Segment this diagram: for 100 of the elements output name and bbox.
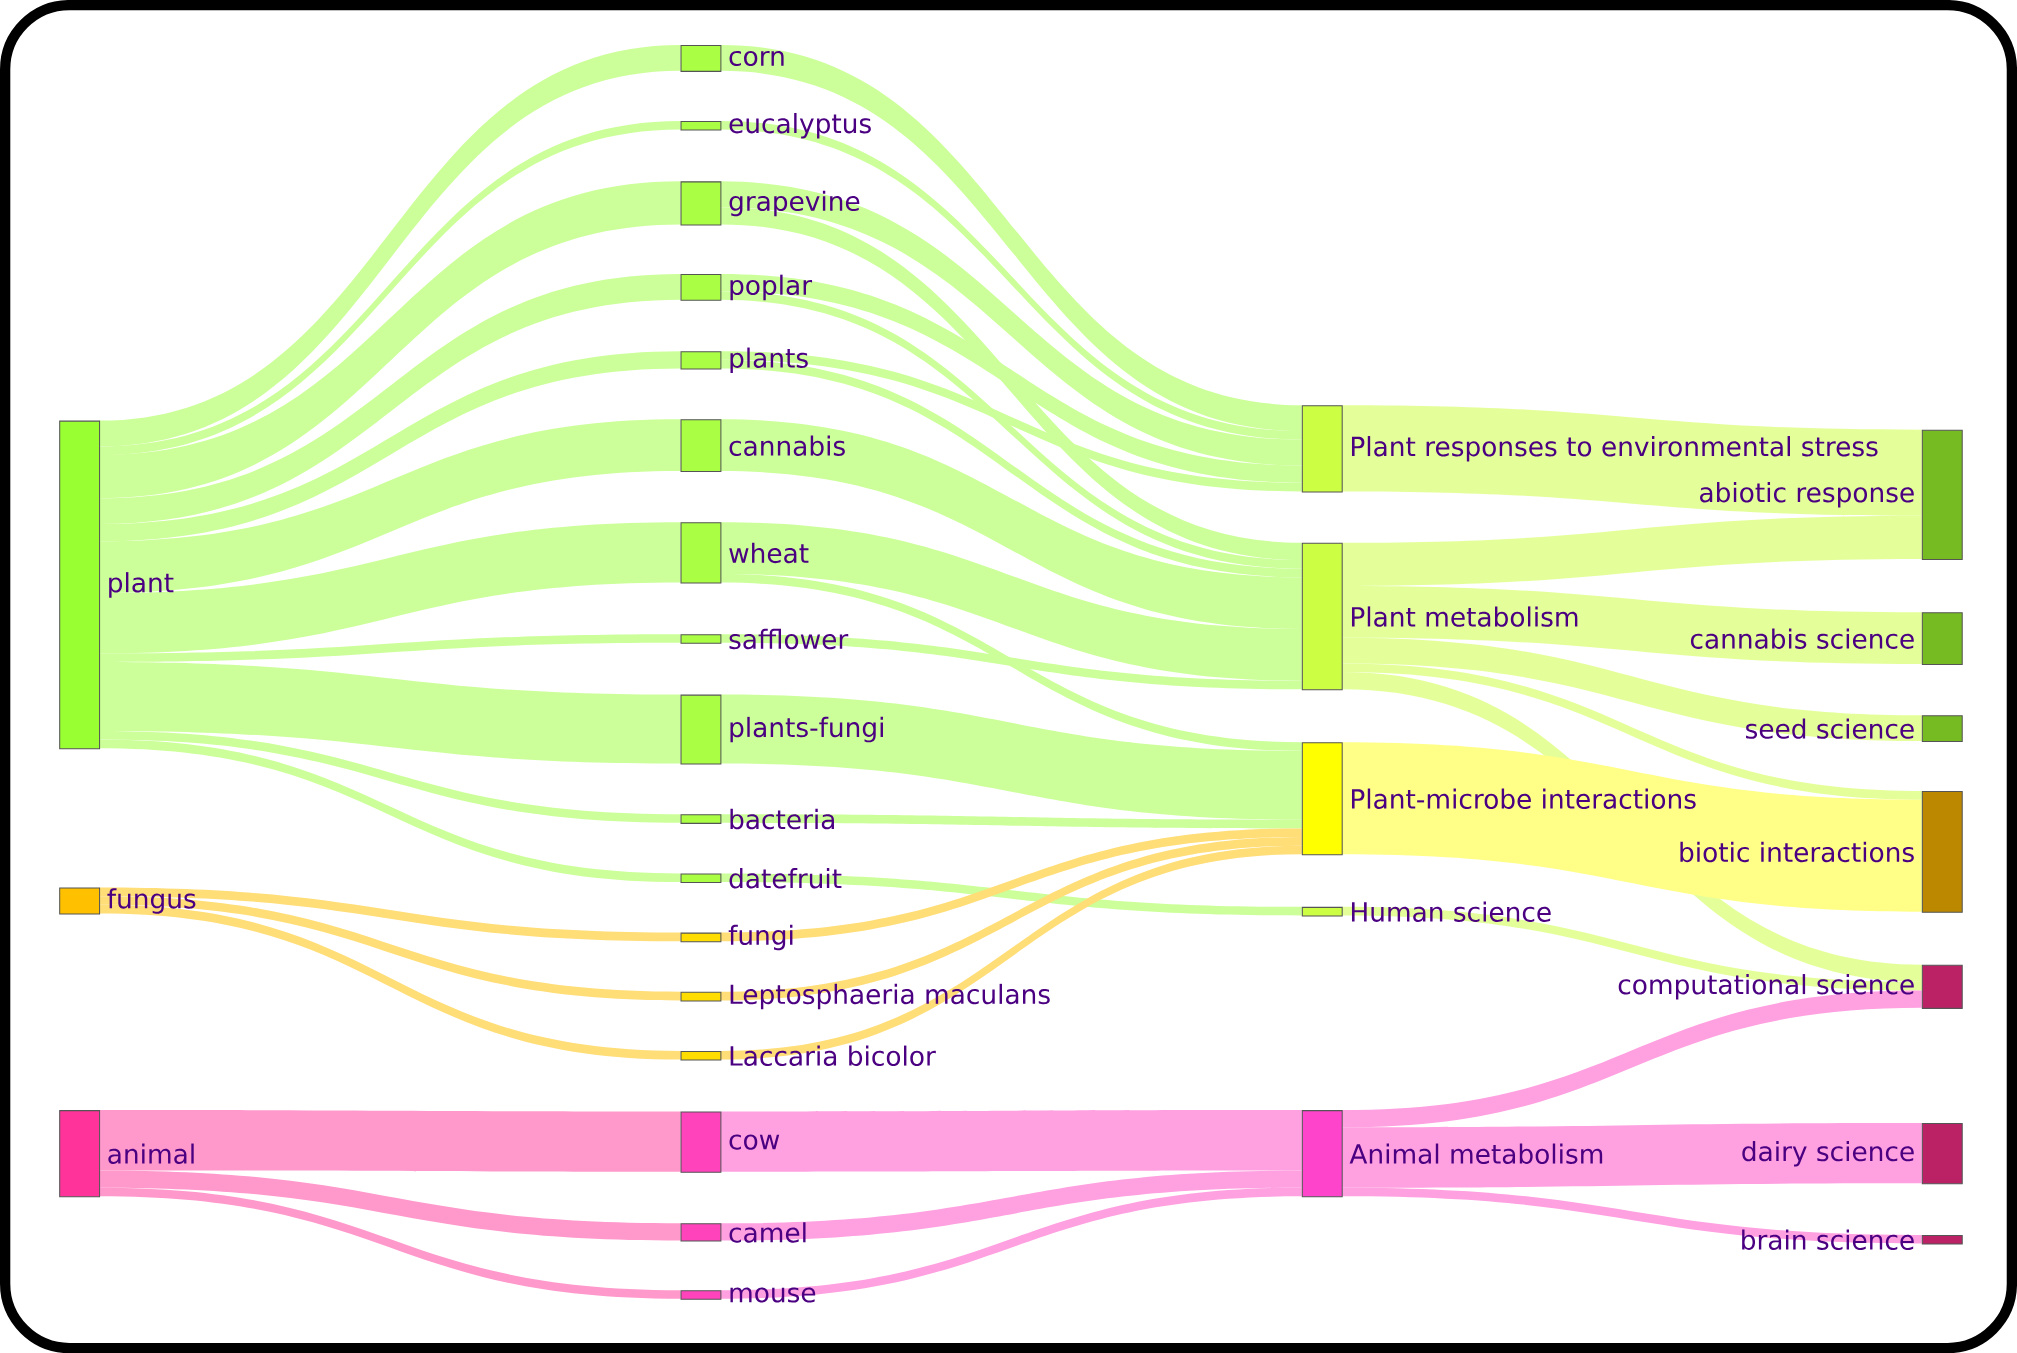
flow-band xyxy=(720,181,1302,466)
sankey-node: Laccaria bicolor xyxy=(680,1045,936,1066)
node-label: Laccaria bicolor xyxy=(730,1045,936,1066)
flow-band xyxy=(720,207,1302,560)
flow-band xyxy=(1342,990,1922,1128)
node-label: poplar xyxy=(730,274,813,301)
sankey-node: Plant metabolism xyxy=(1301,542,1578,691)
node-label: Plant metabolism xyxy=(1351,606,1578,627)
flow-band xyxy=(99,661,681,764)
node-label: safflower xyxy=(729,628,849,650)
flow-band xyxy=(99,120,681,455)
flow-band xyxy=(720,1187,1302,1299)
node-label: bacteria xyxy=(730,808,834,830)
flow-band xyxy=(720,1170,1302,1241)
flow-band xyxy=(720,828,1302,942)
flow-band xyxy=(1342,663,1922,800)
node-label: abiotic response xyxy=(1700,481,1914,508)
flow-band xyxy=(99,1110,681,1172)
flow-band xyxy=(1342,1187,1922,1244)
sankey-node: plant xyxy=(59,420,174,750)
flow-band xyxy=(99,1170,681,1241)
flow-band xyxy=(99,273,681,524)
node-label: brain science xyxy=(1742,1229,1914,1250)
flow-band xyxy=(720,359,1302,578)
sankey-node: corn xyxy=(680,44,784,72)
flow-band xyxy=(99,181,681,499)
sankey-node: fungus xyxy=(59,887,196,915)
flow-band xyxy=(99,896,681,1001)
flow-band xyxy=(720,419,1302,629)
sankey-node: Leptosphaeria maculans xyxy=(680,983,1050,1010)
flow-band xyxy=(99,730,681,823)
flow-band xyxy=(720,1110,1302,1172)
sankey-node: eucalyptus xyxy=(680,112,871,139)
sankey-node: poplar xyxy=(680,273,813,301)
flow-band xyxy=(1342,906,1922,991)
flow-band xyxy=(720,845,1302,1060)
flow-band xyxy=(720,291,1302,569)
sankey-node: seed science xyxy=(1746,715,1963,742)
flow-band xyxy=(1342,742,1922,912)
node-label: plants xyxy=(730,347,808,373)
sankey-node: brain science xyxy=(1742,1229,1963,1250)
sankey-node: plants xyxy=(680,347,808,373)
node-label: corn xyxy=(729,50,784,66)
flow-band xyxy=(720,573,1302,751)
flow-band xyxy=(99,634,681,662)
sankey-node: grapevine xyxy=(680,181,860,226)
node-label: fungus xyxy=(107,888,196,914)
node-label: datefruit xyxy=(729,867,842,889)
sankey-node: cannabis xyxy=(680,419,845,472)
node-label: cow xyxy=(729,1134,780,1150)
flow-band xyxy=(720,814,1302,829)
flow-band xyxy=(99,887,681,942)
sankey-node: plants-fungi xyxy=(680,694,883,765)
node-label: dairy science xyxy=(1742,1140,1914,1167)
sankey-node: cannabis science xyxy=(1690,612,1963,665)
flow-band xyxy=(720,694,1302,820)
node-label: Animal metabolism xyxy=(1349,1143,1603,1164)
node-label: mouse xyxy=(730,1287,816,1303)
node-label: wheat xyxy=(729,542,809,564)
node-label: plant xyxy=(109,572,174,598)
flow-band xyxy=(1342,405,1922,516)
node-label: camel xyxy=(729,1222,806,1243)
flow-band xyxy=(99,522,681,654)
flow-band xyxy=(720,120,1302,440)
sankey-node: cow xyxy=(680,1111,780,1173)
sankey-node: mouse xyxy=(680,1287,816,1303)
sankey-node: computational science xyxy=(1618,964,1963,1009)
sankey-node: dairy science xyxy=(1742,1122,1963,1185)
flow-band xyxy=(1342,515,1922,586)
flow-band xyxy=(720,351,1302,492)
sankey-node: safflower xyxy=(680,628,849,650)
node-label: plants-fungi xyxy=(730,716,883,743)
flow-band xyxy=(720,44,1302,431)
sankey-node: datefruit xyxy=(680,867,842,889)
node-label: cannabis xyxy=(729,435,845,456)
flow-band xyxy=(99,419,681,593)
node-label: grapevine xyxy=(729,190,860,217)
sankey-node: Human science xyxy=(1301,901,1551,922)
flow-band xyxy=(99,44,681,447)
flow-band xyxy=(720,634,1302,690)
flow-band xyxy=(720,273,1302,483)
sankey-node: Animal metabolism xyxy=(1301,1110,1603,1198)
sankey-node: wheat xyxy=(680,522,809,584)
sankey-node: camel xyxy=(680,1222,806,1243)
node-label: computational science xyxy=(1618,973,1914,1000)
flow-band xyxy=(99,739,681,882)
flow-band xyxy=(99,1187,681,1299)
flow-band xyxy=(99,351,681,542)
flow-band xyxy=(1342,637,1922,741)
node-label: animal xyxy=(108,1143,194,1164)
flow-band xyxy=(1342,585,1922,664)
flow-band xyxy=(720,836,1302,1001)
node-label: eucalyptus xyxy=(729,112,871,139)
sankey-node: animal xyxy=(59,1110,194,1198)
flow-band xyxy=(720,522,1302,681)
node-label: cannabis science xyxy=(1690,628,1914,649)
node-label: Human science xyxy=(1351,901,1551,922)
sankey-node: bacteria xyxy=(680,808,834,830)
node-label: biotic interactions xyxy=(1680,841,1914,863)
node-label: Plant responses to environmental stress xyxy=(1351,435,1878,462)
